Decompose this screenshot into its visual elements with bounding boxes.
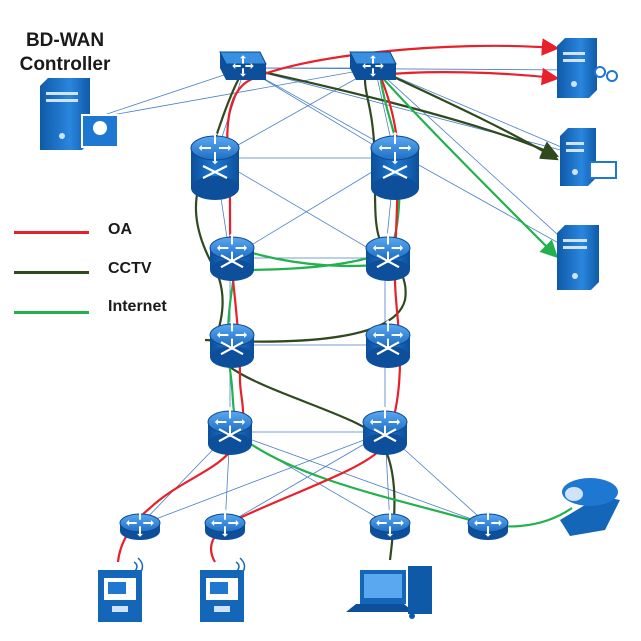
router-r1 — [370, 131, 420, 200]
access-router-1 — [119, 509, 161, 540]
router-l3 — [209, 319, 255, 368]
legend-label-oa: OA — [108, 221, 132, 238]
surveillance-camera — [560, 478, 620, 536]
core-switch-right — [349, 51, 397, 80]
controller-title-line1: BD-WAN — [25, 30, 105, 51]
desktop-pc — [346, 566, 432, 619]
core-switch-left — [219, 51, 267, 80]
legend-swatch-cctv — [14, 271, 89, 274]
legend-swatch-internet — [14, 311, 89, 314]
internet-server — [557, 225, 599, 290]
access-router-4 — [467, 509, 509, 540]
router-l4 — [207, 406, 253, 455]
self-service-kiosk-1 — [98, 557, 144, 622]
router-r4 — [362, 406, 408, 455]
oa-server — [557, 38, 597, 98]
users-icon — [594, 66, 618, 82]
monitor-panel-icon — [589, 161, 617, 179]
controller-server — [40, 78, 119, 150]
wifi-icon — [235, 557, 246, 577]
router-r3 — [365, 319, 411, 368]
access-router-2 — [204, 509, 246, 540]
cctv-server — [560, 128, 596, 186]
router-l2 — [209, 232, 255, 281]
router-r2 — [365, 232, 411, 281]
self-service-kiosk-2 — [200, 557, 246, 622]
legend-label-internet: Internet — [108, 298, 167, 315]
wifi-icon — [133, 557, 144, 577]
router-l1 — [190, 131, 240, 200]
access-router-3 — [369, 509, 411, 540]
legend-label-cctv: CCTV — [108, 260, 152, 277]
controller-title-line2: Controller — [19, 54, 111, 75]
legend-swatch-oa — [14, 231, 89, 234]
